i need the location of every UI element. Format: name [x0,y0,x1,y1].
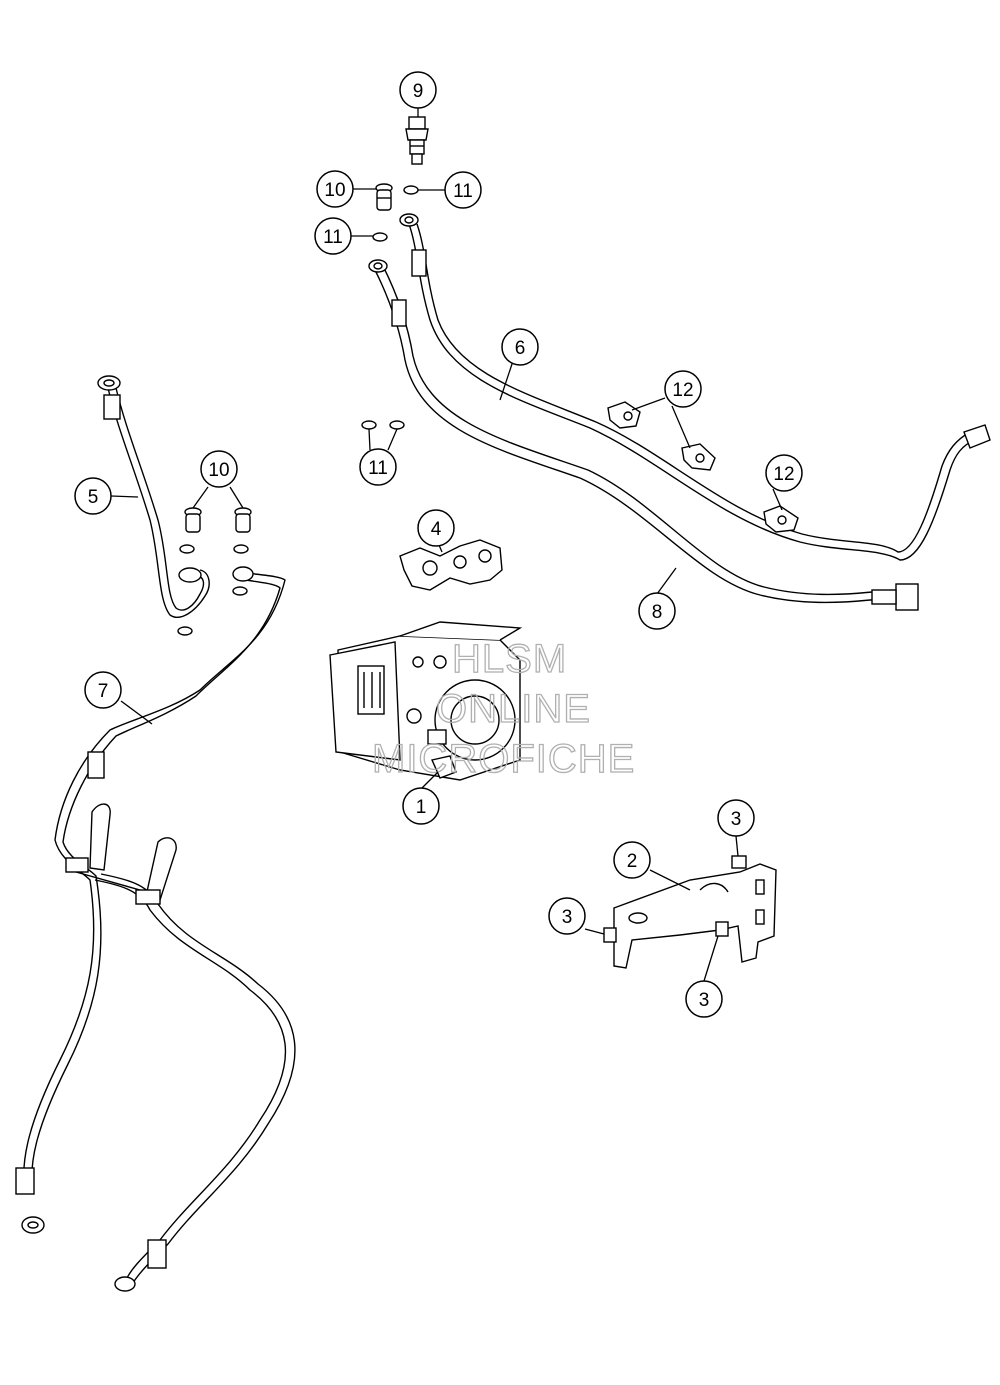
callout-1: 1 [402,787,440,825]
leader-lines [110,108,783,982]
callout-8: 8 [638,592,676,630]
part-10-banjo-bolts-left [184,507,252,533]
watermark-line1: HLSM [452,637,567,681]
callout-12-lower: 12 [765,454,803,492]
callout-3-bottom-label: 3 [699,990,710,1011]
callout-3-bottom: 3 [685,980,723,1018]
part-11-washers [177,185,419,636]
callout-6: 6 [501,328,539,366]
callout-11-middle-label: 11 [368,458,388,479]
callout-3-top-label: 3 [731,809,742,830]
callout-11-left-label: 11 [323,227,343,248]
part-1-abs-modulator [329,621,523,781]
callout-11-middle: 11 [359,448,397,486]
callout-4: 4 [417,509,455,547]
callout-11-top-right-label: 11 [453,181,473,202]
callout-9: 9 [399,71,437,109]
callout-10-left-label: 10 [208,460,229,481]
watermark-line2: ONLINE [436,687,591,731]
callout-12-lower-label: 12 [773,464,794,485]
callout-10-left: 10 [200,450,238,488]
callouts: 9 10 11 11 6 12 11 10 [74,71,803,1018]
callout-5: 5 [74,477,112,515]
callout-12-upper-label: 12 [672,380,693,401]
callout-7: 7 [84,671,122,709]
callout-12-upper: 12 [664,370,702,408]
callout-3-top: 3 [717,799,755,837]
callout-3-left-label: 3 [562,907,573,928]
callout-4-label: 4 [431,519,442,540]
part-12-clips [607,401,799,533]
callout-2-label: 2 [627,851,638,872]
callout-5-label: 5 [88,487,99,508]
part-10-banjo-bolt-top [375,183,393,211]
callout-7-label: 7 [98,681,109,702]
callout-1-label: 1 [416,797,427,818]
watermark-line3: MICROFICHE [372,737,635,781]
part-9-pressure-sensor [405,116,429,165]
callout-2: 2 [613,841,651,879]
callout-11-left: 11 [314,217,352,255]
part-7-brake-hose [15,566,296,1292]
callout-10-top-label: 10 [324,180,345,201]
part-4-hose-clamp [399,539,503,591]
callout-8-label: 8 [652,602,663,623]
part-3-bolts [603,855,747,943]
part-6-8-brake-lines [368,213,991,611]
callout-10-top: 10 [316,170,354,208]
watermark: HLSM ONLINE MICROFICHE [371,636,635,781]
part-2-abs-bracket [613,863,777,969]
part-5-brake-hose [97,375,210,618]
callout-6-label: 6 [515,338,526,359]
callout-9-label: 9 [413,81,424,102]
callout-3-left: 3 [548,897,586,935]
callout-11-top-right: 11 [444,171,482,209]
